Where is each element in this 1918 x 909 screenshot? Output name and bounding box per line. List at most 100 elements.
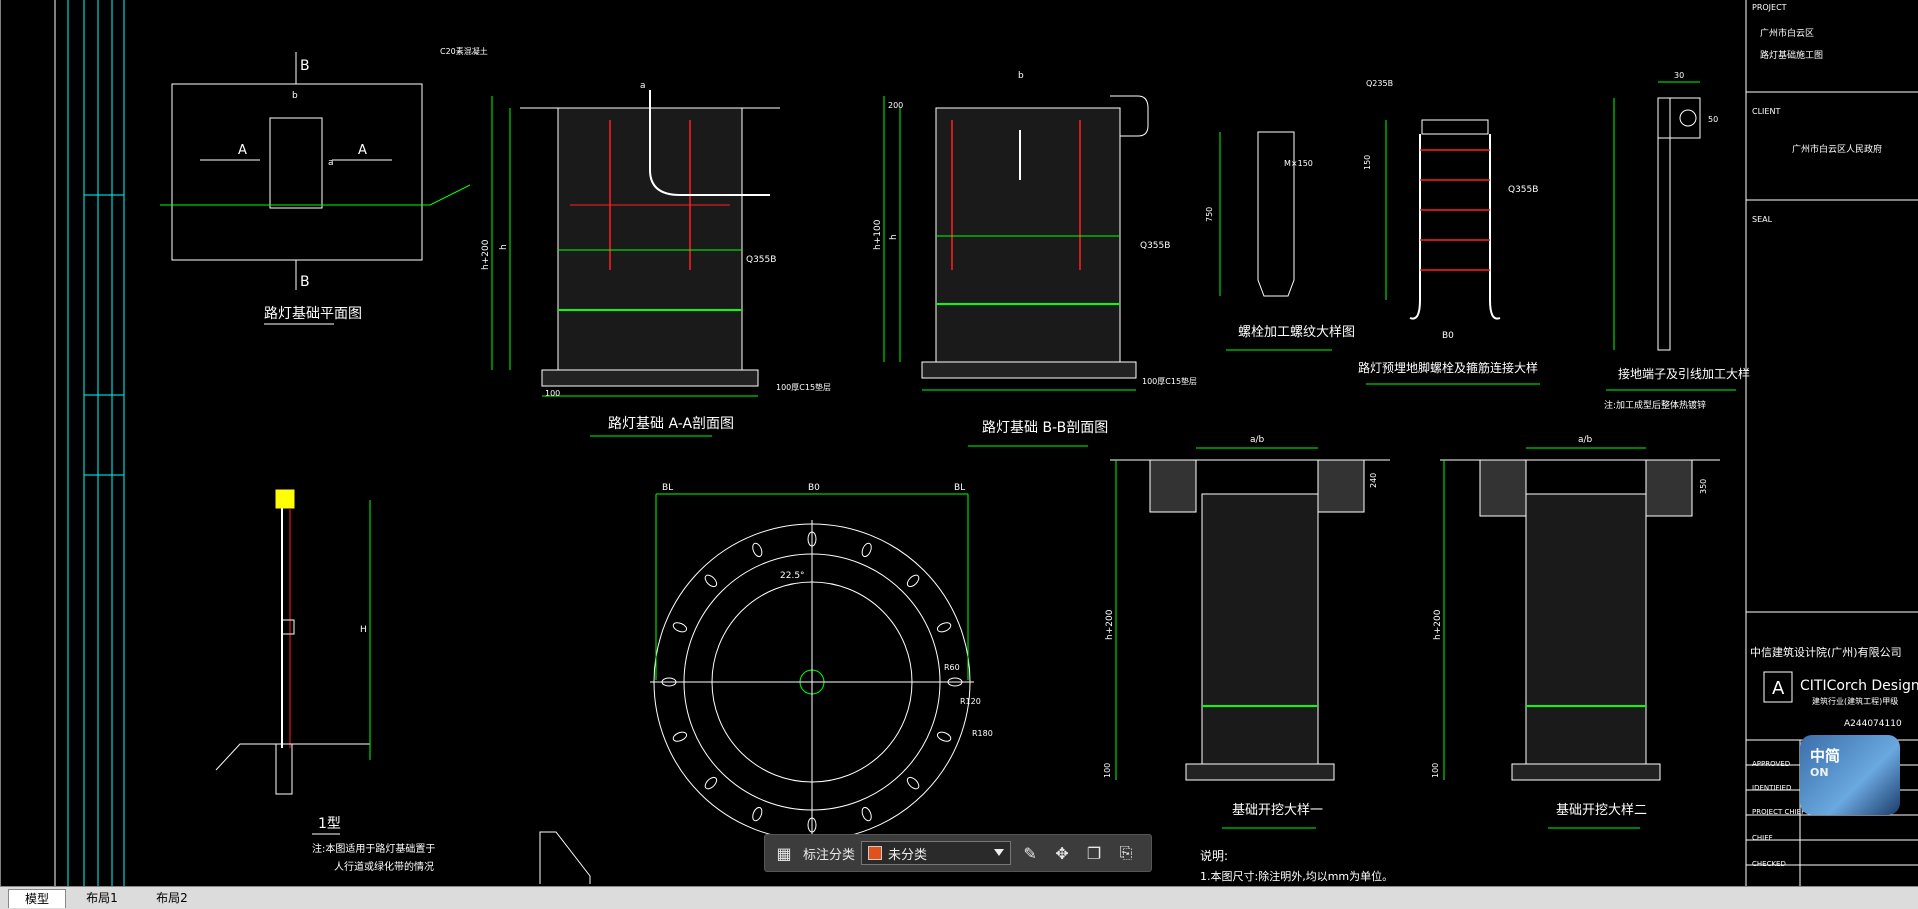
flange-slot: [807, 531, 817, 547]
flange-plate: [650, 493, 974, 844]
plan-mark-a-right: A: [358, 143, 367, 158]
anchor-q355b: Q355B: [1508, 185, 1538, 195]
tb-project-2: 路灯基础施工图: [1760, 49, 1823, 61]
pit2-ab: a/b: [1578, 435, 1593, 445]
pit-detail-2: [1440, 447, 1720, 781]
tb-project-chief: PROJECT CHIEF: [1752, 808, 1805, 816]
anchor-q235b: Q235B: [1366, 79, 1393, 88]
flange-slot: [661, 677, 677, 687]
bb-title: 路灯基础 B-B剖面图: [982, 419, 1108, 436]
anchor-bolt-detail: [1385, 119, 1501, 320]
flange-slot: [672, 731, 688, 742]
grid-icon[interactable]: ▦: [776, 843, 792, 863]
company-logo-glyph: A: [1772, 678, 1785, 699]
pole-note-2: 人行道或绿化带的情况: [334, 860, 434, 873]
move-icon[interactable]: ✥: [1055, 843, 1069, 863]
bb-q355b: Q355B: [1140, 241, 1170, 251]
edit-icon[interactable]: ✎: [1023, 843, 1037, 863]
ground-title: 接地端子及引线加工大样: [1618, 366, 1750, 381]
tb-project-1: 广州市白云区: [1760, 27, 1814, 39]
bb-dim-200: 200: [888, 101, 903, 110]
pole-dim-h: H: [360, 625, 367, 635]
bb-bottom: 100厚C15垫层: [1142, 376, 1197, 386]
pit2-h200: h+200: [1433, 609, 1443, 640]
aa-q355b: Q355B: [746, 255, 776, 265]
pit2-100: 100: [1431, 763, 1440, 778]
flange-slot: [672, 622, 688, 633]
pole-note-1: 注:本图适用于路灯基础置于: [312, 842, 435, 855]
category-select[interactable]: 未分类: [861, 841, 1012, 865]
tb-checked: CHECKED: [1752, 860, 1786, 868]
aa-title: 路灯基础 A-A剖面图: [608, 415, 734, 432]
flange-slot: [906, 776, 920, 790]
aa-concrete: C20素混凝土: [440, 46, 488, 56]
bolt-detail: [1219, 131, 1295, 297]
left-frame: [67, 0, 125, 888]
flange-slot: [861, 806, 872, 822]
tb-client-1: 广州市白云区人民政府: [1792, 143, 1882, 155]
ground-detail: [1613, 81, 1701, 351]
tb-cert: A244074110: [1844, 719, 1902, 729]
category-selected: 未分类: [888, 847, 928, 863]
flange-bl-right: BL: [954, 483, 965, 493]
widget-title: 中简: [1810, 747, 1841, 765]
tab-layout1[interactable]: 布局1: [86, 891, 118, 905]
notes-head: 说明:: [1200, 848, 1228, 863]
flange-slot: [936, 731, 952, 742]
flange-slot: [861, 542, 872, 558]
plan-mark-a-left: A: [238, 143, 247, 158]
tb-seal-head: SEAL: [1752, 215, 1773, 224]
pit1-100: 100: [1103, 763, 1112, 778]
bb-dim-b: b: [1018, 71, 1024, 81]
flange-angle: 22.5°: [780, 571, 805, 581]
aa-dim-a: a: [640, 81, 646, 91]
pit1-h200: h+200: [1105, 609, 1115, 640]
flange-slots: [661, 531, 963, 833]
tb-chief: CHIEF: [1752, 834, 1773, 842]
anchor-b0: B0: [1442, 331, 1454, 341]
bolt-title: 螺栓加工螺纹大样图: [1238, 325, 1355, 340]
pole-elevation: [215, 489, 371, 795]
notes-1: 1.本图尺寸:除注明外,均以mm为单位。: [1200, 869, 1393, 883]
floating-widget[interactable]: 中简 ON: [1800, 735, 1900, 815]
pit-detail-1: [1110, 447, 1390, 781]
anchor-d150: 150: [1363, 155, 1372, 170]
tb-project-head: PROJECT: [1752, 3, 1787, 12]
layout-tabs: 模型 布局1 布局2: [0, 886, 1918, 909]
tb-company-en: CITICorch Design LT: [1800, 678, 1918, 694]
pit2-title: 基础开挖大样二: [1556, 803, 1647, 818]
annotation-toolbar: ▦ 标注分类 未分类 ✎ ✥ ❐ ⎘: [764, 834, 1152, 872]
tb-approved: APPROVED: [1752, 760, 1790, 768]
section-bb: [883, 95, 1149, 391]
category-label: 标注分类: [803, 847, 856, 863]
section-aa: [491, 90, 780, 397]
chevron-down-icon: [994, 849, 1005, 856]
company-logo-icon: [1763, 671, 1793, 703]
cad-drawing-canvas[interactable]: PROJECT 广州市白云区 路灯基础施工图 CLIENT 广州市白云区人民政府…: [0, 0, 1918, 888]
pit1-ab: a/b: [1250, 435, 1265, 445]
tb-identified: IDENTIFIED: [1752, 784, 1791, 792]
tab-model[interactable]: 模型: [8, 889, 66, 908]
bb-dim-h100: h+100: [873, 219, 883, 250]
bolt-m: M×150: [1284, 159, 1313, 168]
pit2-350: 350: [1699, 479, 1708, 494]
pole-title: 1型: [318, 816, 341, 832]
paste-icon[interactable]: ⎘: [1119, 843, 1133, 862]
plan-title: 路灯基础平面图: [264, 305, 362, 322]
pit1-title: 基础开挖大样一: [1232, 803, 1323, 818]
anchor-title: 路灯预埋地脚螺栓及箍筋连接大样: [1358, 360, 1538, 375]
tab-layout2[interactable]: 布局2: [156, 891, 188, 905]
plan-dim-b: b: [292, 91, 298, 101]
flange-b0: B0: [808, 483, 820, 493]
flange-slot: [936, 622, 952, 633]
ground-d30: 30: [1674, 71, 1684, 80]
copy-icon[interactable]: ❐: [1086, 843, 1102, 863]
flange-slot: [947, 677, 963, 687]
flange-r60: R60: [944, 663, 960, 672]
tb-company-sub: 建筑行业(建筑工程)甲级: [1812, 696, 1898, 706]
flange-bl-left: BL: [662, 483, 673, 493]
bracket-detail: [539, 831, 591, 884]
flange-slot: [906, 574, 920, 588]
flange-r180: R180: [972, 729, 993, 738]
pit1-240: 240: [1369, 473, 1378, 488]
